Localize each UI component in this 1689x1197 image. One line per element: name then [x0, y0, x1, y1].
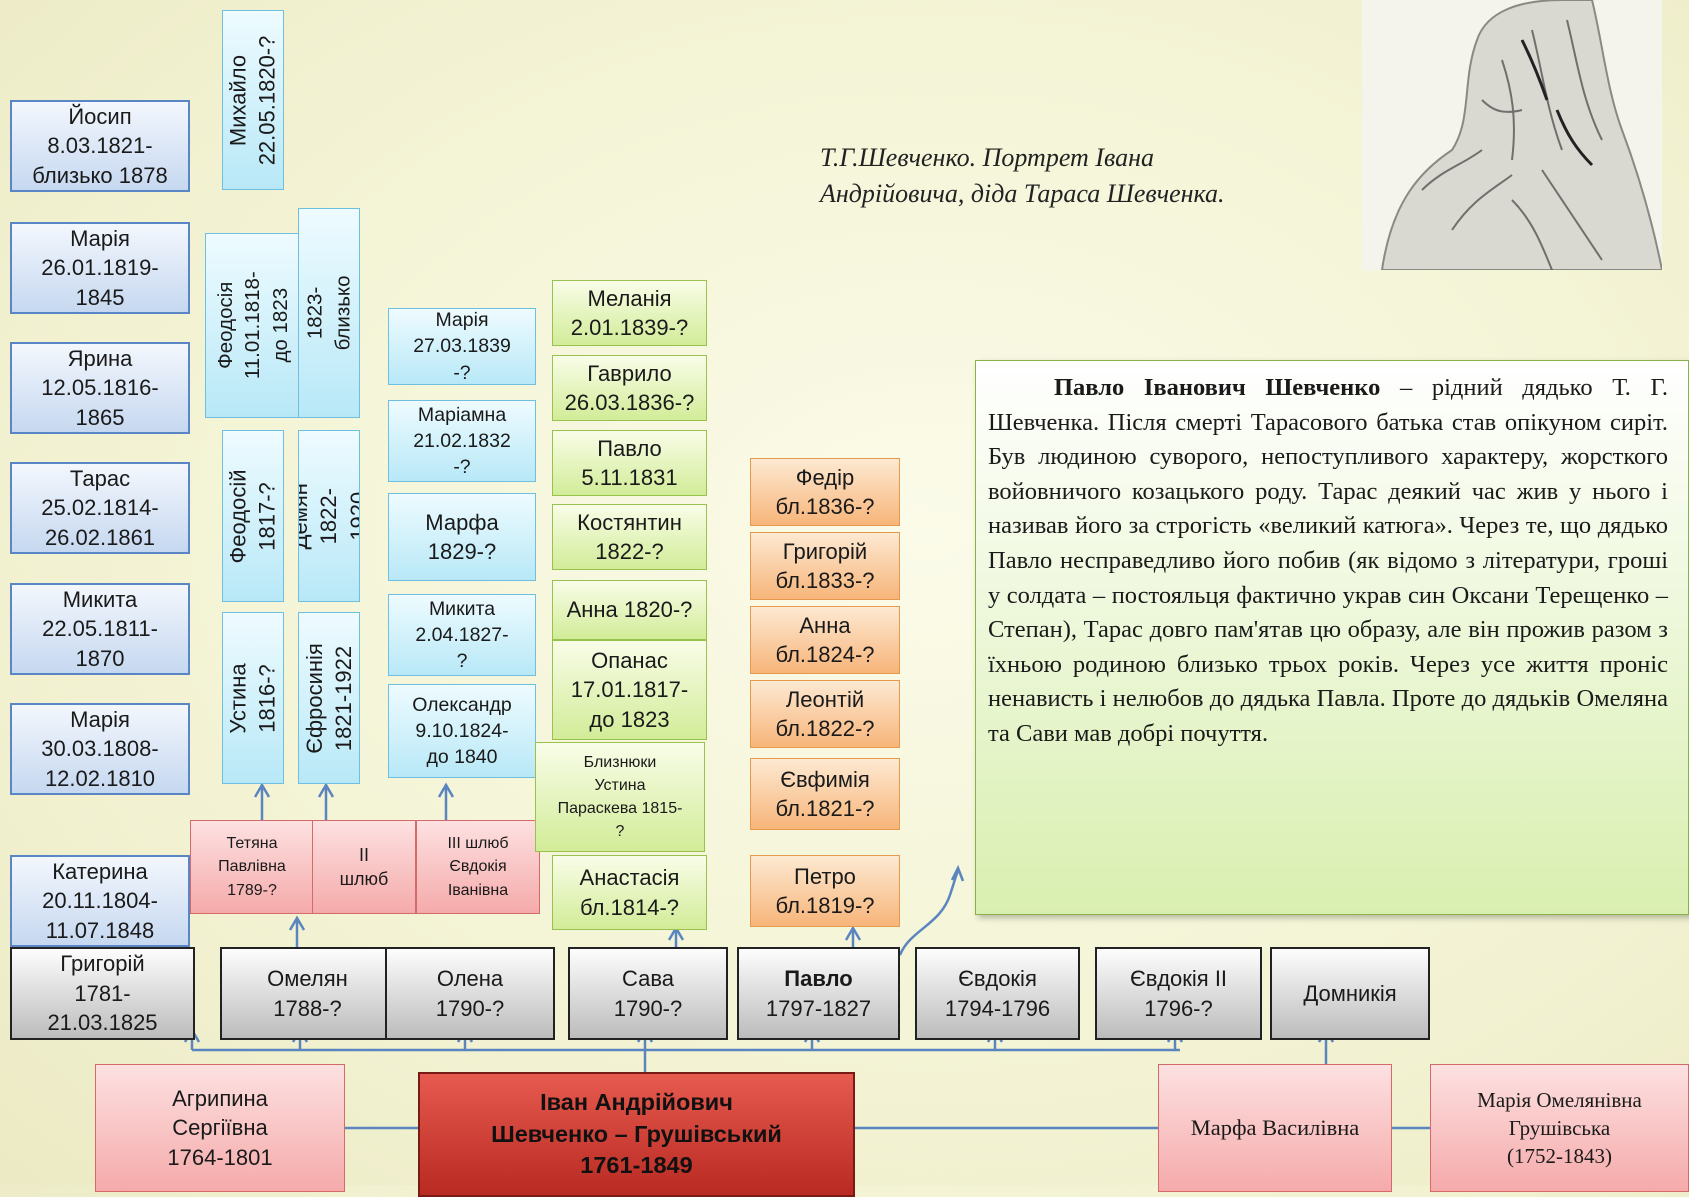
- pavlo-arrow: [844, 925, 862, 947]
- kateryna-box: Катерина 20.11.1804- 11.07.1848: [10, 855, 190, 947]
- pavlo-dates: 1797-1827: [765, 995, 872, 1021]
- yosyp-box: Йосип 8.03.1821- близько 1878: [10, 100, 190, 192]
- third-marriage-arrow: [437, 782, 455, 820]
- yefrosyniya-label: Єфросинія 1821-1922: [301, 642, 356, 754]
- biography-text: Павло Іванович Шевченко – рідний дядько …: [975, 360, 1689, 915]
- yevfymiya-box: Євфимія бл.1821-?: [750, 758, 900, 830]
- feodosiya-label: Феодосія 11.01.1818- до 1823: [213, 271, 292, 380]
- anna-1820-box: Анна 1820-?: [552, 580, 707, 640]
- hryhoriy-box: Григорій 1781- 21.03.1825: [10, 947, 195, 1040]
- demian-label: Демян 1822-1920: [298, 482, 360, 550]
- mykyta-omelianovych-box: Микита 2.04.1827- ?: [388, 594, 536, 676]
- mariya-hrushivska-box: Марія Омелянівна Грушівська (1752-1843): [1430, 1064, 1689, 1192]
- portrait-sketch: [1362, 0, 1664, 271]
- agrypyna-box: Агрипина Сергіївна 1764-1801: [95, 1064, 345, 1192]
- mariya-1819-box: Марія 26.01.1819- 1845: [10, 222, 190, 314]
- mariamna-box: Маріамна 21.02.1832 -?: [388, 400, 536, 482]
- pavlo-name: Павло: [784, 966, 853, 992]
- ivan-patriarch-box: Іван Андрійович Шевченко – Грушівський 1…: [418, 1072, 855, 1197]
- twins-box: Близнюки Устина Параскева 1815- ?: [535, 742, 705, 852]
- domnykiya-box: Домникія: [1270, 947, 1430, 1040]
- second-marriage-arrow: [317, 782, 335, 820]
- ustyna-label: Устина 1816-?: [225, 662, 281, 734]
- mariya-1808-box: Марія 30.03.1808- 12.02.1810: [10, 703, 190, 795]
- child-drops: [190, 1030, 1177, 1050]
- mykhailo-box: Михайло 22.05.1820-?: [222, 10, 284, 190]
- fekla-box: Фекла 1823- близько 1920: [298, 208, 360, 418]
- yevdokiya-box: Євдокія 1794-1796: [915, 947, 1080, 1040]
- tetiana-pavlivna-box: Тетяна Павлівна 1789-?: [190, 820, 314, 914]
- omelian-box: Омелян 1788-?: [220, 947, 395, 1040]
- yevdokiya-ii-box: Євдокія II 1796-?: [1095, 947, 1262, 1040]
- melaniya-box: Меланія 2.01.1839-?: [552, 280, 707, 346]
- fekla-label: Фекла 1823- близько 1920: [299, 275, 359, 351]
- trunk-line: [192, 1048, 1180, 1072]
- kostiantyn-box: Костянтин 1822-?: [552, 504, 707, 570]
- yefrosyniya-box: Єфросинія 1821-1922: [298, 612, 360, 784]
- sava-arrow: [667, 925, 685, 947]
- third-marriage-box: III шлюб Євдокія Іванівна: [416, 820, 540, 914]
- anna-1824-box: Анна бл.1824-?: [750, 606, 900, 674]
- oleksandr-box: Олександр 9.10.1824- до 1840: [388, 684, 536, 778]
- feodosiya-box: Феодосія 11.01.1818- до 1823: [205, 233, 301, 418]
- omelian-arrow: [288, 915, 306, 947]
- mariya-1839-box: Марія 27.03.1839 -?: [388, 308, 536, 385]
- feodosiy-label: Феодосій 1817-?: [225, 469, 280, 563]
- mykyta-box: Микита 22.05.1811- 1870: [10, 583, 190, 675]
- portrait-caption: Т.Г.Шевченко. Портрет Івана Андрійовича,…: [820, 143, 1225, 209]
- feodosiy-box: Феодосій 1817-?: [222, 430, 284, 602]
- pavlo-box: Павло 1797-1827: [737, 947, 900, 1040]
- sava-box: Сава 1790-?: [568, 947, 728, 1040]
- havrylo-box: Гаврило 26.03.1836-?: [552, 355, 707, 421]
- anastasiya-box: Анастасія бл.1814-?: [552, 855, 707, 930]
- second-marriage-box: II шлюб: [312, 820, 416, 914]
- hryhoriy-1833-box: Григорій бл.1833-?: [750, 532, 900, 600]
- marfa-vasylivna-box: Марфа Василівна: [1158, 1064, 1392, 1192]
- petro-box: Петро бл.1819-?: [750, 855, 900, 927]
- mykhailo-label: Михайло 22.05.1820-?: [225, 35, 281, 165]
- opanas-box: Опанас 17.01.1817- до 1823: [552, 640, 707, 740]
- biography-pointer: [898, 864, 965, 956]
- yaryna-box: Ярина 12.05.1816- 1865: [10, 342, 190, 434]
- leontiy-box: Леонтій бл.1822-?: [750, 680, 900, 748]
- ustyna-box: Устина 1816-?: [222, 612, 284, 784]
- fedir-box: Федір бл.1836-?: [750, 458, 900, 526]
- biography-body: – рідний дядько Т. Г. Шевченка. Після см…: [988, 374, 1668, 747]
- marfa-box: Марфа 1829-?: [388, 493, 536, 581]
- biography-name: Павло Іванович Шевченко: [1054, 374, 1381, 401]
- taras-box: Тарас 25.02.1814- 26.02.1861: [10, 462, 190, 554]
- pavlo-1831-box: Павло 5.11.1831: [552, 430, 707, 496]
- tetiana-arrow: [253, 782, 271, 820]
- olena-box: Олена 1790-?: [385, 947, 555, 1040]
- demian-box: Демян 1822-1920: [298, 430, 360, 602]
